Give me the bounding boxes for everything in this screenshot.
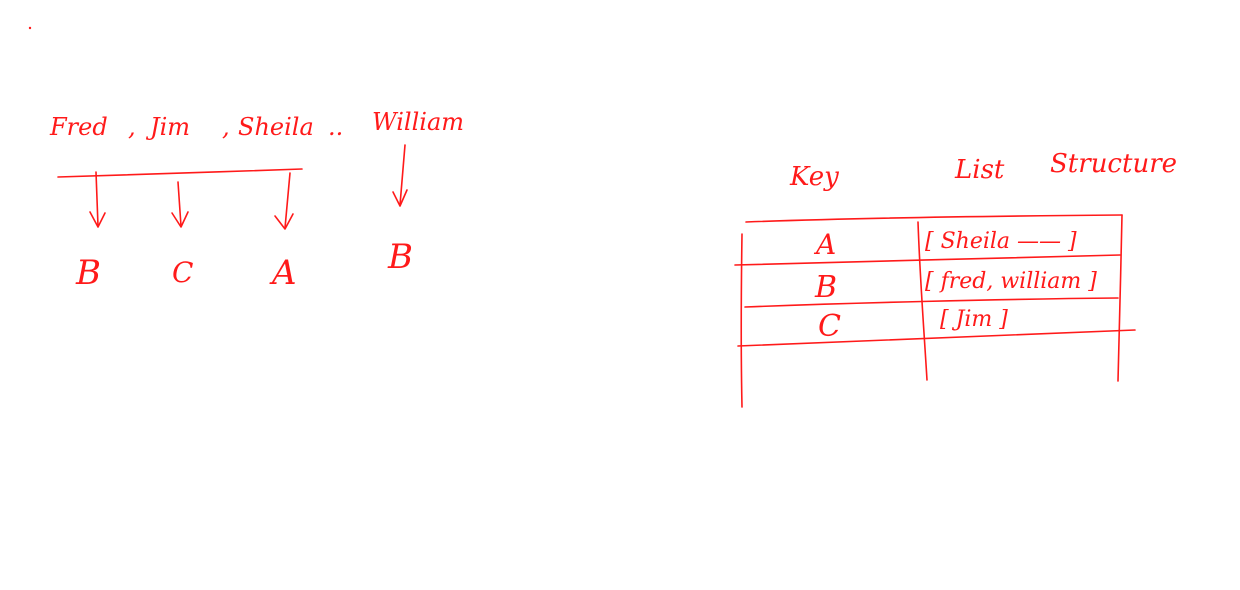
header-structure: Structure [1050,149,1177,179]
table-key-b: B [814,270,837,305]
bucket-sheila: A [269,253,297,293]
bucket-fred: B [75,253,101,293]
table-row-line-1 [734,254,1121,266]
table-list-b: [ fred, william ] [925,269,1097,294]
table-row-line-3 [737,329,1136,347]
table-row-line-2 [744,297,1119,308]
stray-ink-dot [28,26,32,30]
name-jim: Jim [145,113,190,141]
bucket-william: B [387,237,413,277]
header-list: List [954,155,1005,185]
table-left-border [740,233,743,408]
table-right-border [1117,214,1123,382]
name-to-bucket-mapping: Fred , Jim , Sheila .. William B C A B [49,108,464,293]
table-key-c: C [818,309,841,344]
bucket-jim: C [172,256,193,289]
arrow-sheila [274,172,294,230]
arrow-jim [171,181,189,228]
separator-1: , [128,113,136,141]
mapping-divider-line [57,168,303,178]
arrow-fred [89,171,106,228]
header-key: Key [789,162,839,192]
table-key-a: A [813,228,836,261]
arrow-william [392,144,408,207]
name-fred: Fred [49,113,108,141]
hash-table: Key List Structure A B C [ Sheila —— ] [… [734,149,1177,408]
table-top-line [745,214,1123,223]
table-middle-border [917,221,928,381]
separator-2: , [222,113,230,141]
name-william: William [372,108,464,136]
table-list-c: [ Jim ] [940,307,1008,332]
ellipsis: .. [328,113,343,141]
name-sheila: Sheila [238,113,314,141]
table-list-a: [ Sheila —— ] [925,229,1077,254]
